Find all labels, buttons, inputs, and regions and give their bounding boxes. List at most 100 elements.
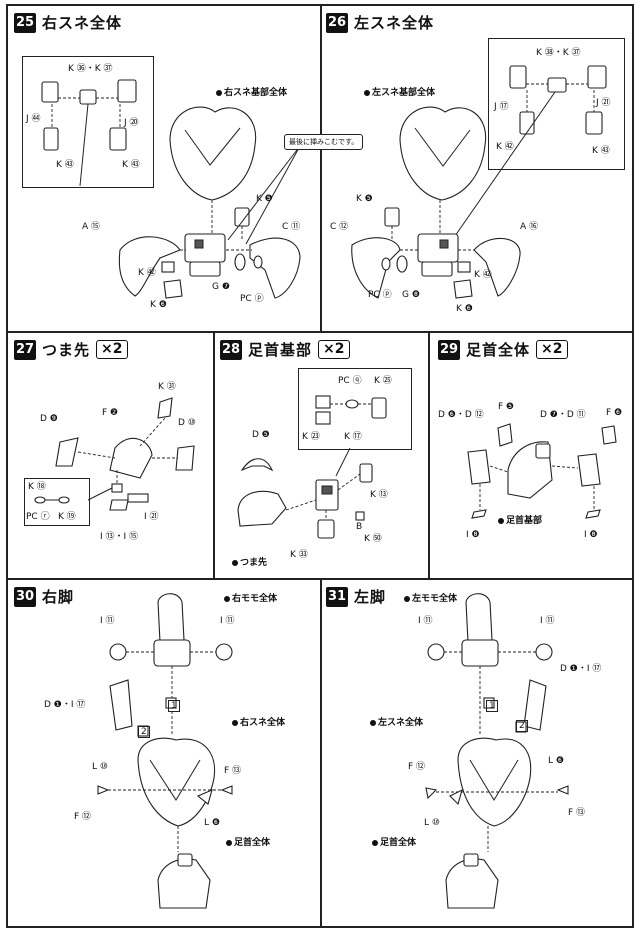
label-d1-i17: D ❶・I ⑰ bbox=[560, 664, 602, 674]
subassembly-inset bbox=[298, 368, 412, 450]
label-c12: C ⑫ bbox=[330, 222, 349, 232]
step-number: 26 bbox=[326, 12, 348, 33]
label-i21: I ㉑ bbox=[144, 512, 159, 522]
label-d10: D ⑩ bbox=[178, 418, 196, 428]
panel-divider-mid-a bbox=[213, 331, 215, 578]
callout-shin: 左スネ全体 bbox=[370, 718, 423, 728]
label-k43-right: K ㊸ bbox=[122, 160, 140, 170]
label-k25: K ㉕ bbox=[374, 376, 392, 386]
label-i11-right: I ⑪ bbox=[540, 616, 555, 626]
panel-divider-top bbox=[320, 6, 322, 331]
label-k6: K ❻ bbox=[456, 304, 473, 314]
label-f12: F ⑫ bbox=[408, 762, 426, 772]
panel-divider-bottom bbox=[320, 578, 322, 928]
step-number: 31 bbox=[326, 586, 348, 607]
label-k18: K ⑱ bbox=[28, 482, 46, 492]
callout-ankle-base: 足首基部 bbox=[498, 516, 542, 526]
quantity-badge: ×2 bbox=[318, 340, 350, 359]
panel-divider-mid-b bbox=[428, 331, 430, 578]
label-b: B bbox=[356, 522, 363, 532]
label-j20: J ⑳ bbox=[124, 118, 139, 128]
label-k13: K ⑬ bbox=[370, 490, 388, 500]
quantity-badge: ×2 bbox=[536, 340, 568, 359]
note-box: 最後に挿みこむです。 bbox=[284, 134, 364, 150]
label-d6-d12: D ❻・D ⑫ bbox=[438, 410, 484, 420]
step-title: 左スネ全体 bbox=[354, 14, 435, 32]
label-i11-right: I ⑪ bbox=[220, 616, 235, 626]
label-a15: A ⑮ bbox=[82, 222, 101, 232]
label-c11: C ⑪ bbox=[282, 222, 301, 232]
callout-ankle: 足首全体 bbox=[226, 838, 270, 848]
label-a16: A ⑯ bbox=[520, 222, 539, 232]
label-f2: F ❷ bbox=[102, 408, 119, 418]
label-j17: J ⑰ bbox=[494, 102, 509, 112]
label-i8-right: I ❽ bbox=[584, 530, 598, 540]
label-f5: F ❺ bbox=[498, 402, 515, 412]
panel-divider-row1 bbox=[8, 331, 632, 333]
label-d1-i17: D ❶・I ⑰ bbox=[44, 700, 86, 710]
step-ref-1: 1 bbox=[168, 700, 180, 712]
callout-ankle: 足首全体 bbox=[372, 838, 416, 848]
label-d7-d11: D ❼・D ⑪ bbox=[540, 410, 586, 420]
label-i13-i15: I ⑬・I ⑮ bbox=[100, 532, 139, 542]
step-number: 30 bbox=[14, 586, 36, 607]
label-i8-left: I ❽ bbox=[466, 530, 480, 540]
subassembly-inset bbox=[22, 56, 154, 188]
step-ref-1: 1 bbox=[486, 700, 498, 712]
step-title: 足首全体 bbox=[466, 341, 531, 359]
callout-thigh: 右モモ全体 bbox=[224, 594, 277, 604]
label-k36-k37: K ㊱・K ㊲ bbox=[68, 64, 113, 74]
label-pc-q: PC ⓠ bbox=[338, 376, 362, 386]
label-l10: L ⑩ bbox=[92, 762, 108, 772]
label-k43-left: K ㊸ bbox=[56, 160, 74, 170]
label-k33: K ㉝ bbox=[290, 550, 308, 560]
label-i11-left: I ⑪ bbox=[418, 616, 433, 626]
label-f13: F ⑬ bbox=[568, 808, 586, 818]
label-f6: F ❻ bbox=[606, 408, 623, 418]
step-number: 29 bbox=[438, 339, 460, 360]
label-i11-left: I ⑪ bbox=[100, 616, 115, 626]
label-k42: K ㊷ bbox=[474, 270, 492, 280]
callout-thigh: 左モモ全体 bbox=[404, 594, 457, 604]
label-f13: F ⑬ bbox=[224, 766, 242, 776]
label-k5: K ❺ bbox=[256, 194, 273, 204]
label-k19: K ⑲ bbox=[58, 512, 76, 522]
label-k31: K ㉛ bbox=[158, 382, 176, 392]
label-pc-r: PC ⓡ bbox=[26, 512, 50, 522]
callout-shin-base: 右スネ基部全体 bbox=[216, 88, 287, 98]
step-title: つま先 bbox=[42, 341, 91, 359]
label-k43-inset: K ㊸ bbox=[592, 146, 610, 156]
label-k42-inset: K ㊷ bbox=[496, 142, 514, 152]
subassembly-inset bbox=[24, 478, 90, 526]
callout-toe: つま先 bbox=[232, 558, 267, 568]
label-k42: K ㊷ bbox=[138, 268, 156, 278]
label-pc-p: PC ⓟ bbox=[368, 290, 392, 300]
label-k23: K ㉓ bbox=[302, 432, 320, 442]
label-k5: K ❺ bbox=[356, 194, 373, 204]
step-title: 足首基部 bbox=[248, 341, 313, 359]
label-k6: K ❻ bbox=[150, 300, 167, 310]
label-d9: D ❾ bbox=[40, 414, 58, 424]
label-pc-p: PC ⓟ bbox=[240, 294, 264, 304]
step-title: 右スネ全体 bbox=[42, 14, 123, 32]
label-j21: J ㉑ bbox=[596, 98, 611, 108]
callout-shin: 右スネ全体 bbox=[232, 718, 285, 728]
label-k38-k37: K ㊳・K ㊲ bbox=[536, 48, 581, 58]
label-l6: L ❻ bbox=[204, 818, 220, 828]
quantity-badge: ×2 bbox=[96, 340, 128, 359]
label-g7: G ❼ bbox=[212, 282, 230, 292]
step-ref-2: 2 bbox=[138, 726, 150, 738]
callout-shin-base: 左スネ基部全体 bbox=[364, 88, 435, 98]
subassembly-inset bbox=[488, 38, 625, 170]
step-number: 27 bbox=[14, 339, 36, 360]
label-j44: J ㊹ bbox=[26, 114, 41, 124]
label-k17: K ⑰ bbox=[344, 432, 362, 442]
label-l6: L ❻ bbox=[548, 756, 564, 766]
step-number: 25 bbox=[14, 12, 36, 33]
